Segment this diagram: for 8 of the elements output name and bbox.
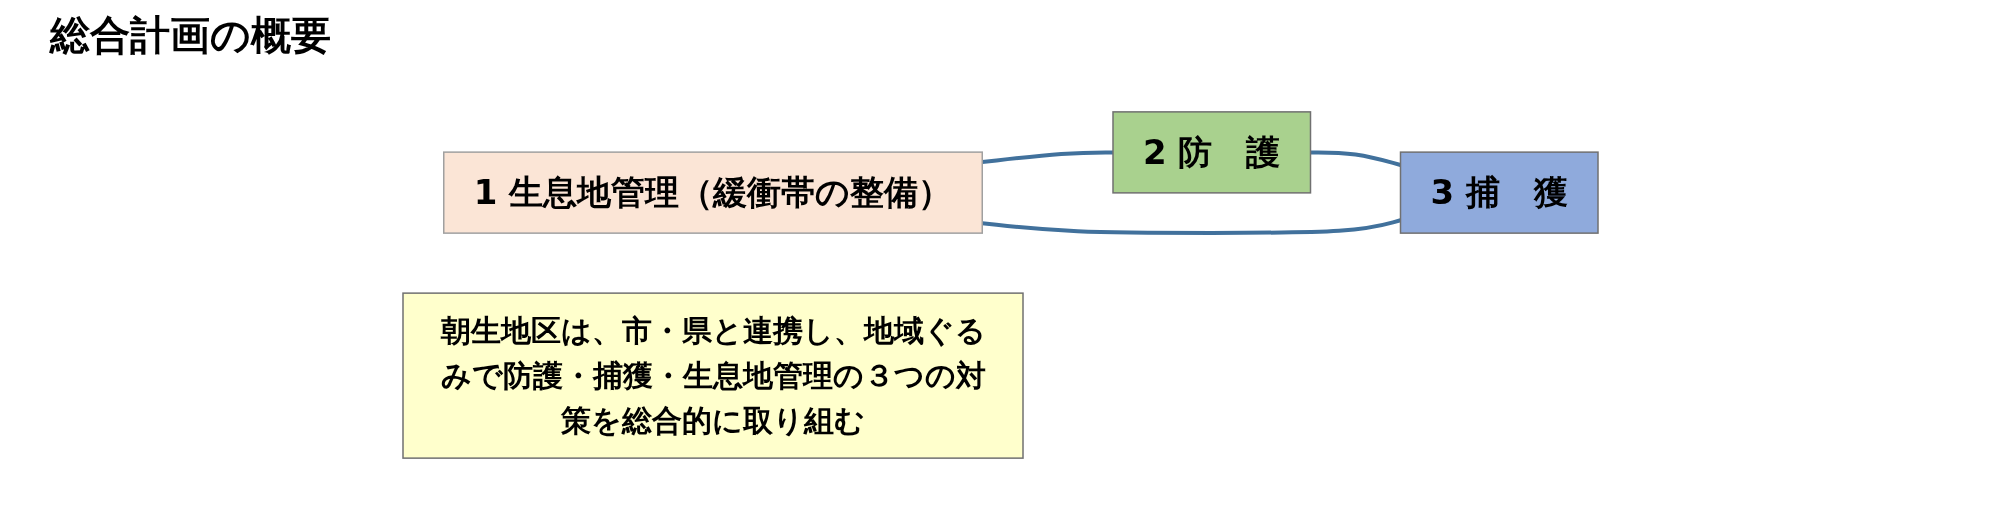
node-box: 2 防 護 xyxy=(1111,111,1311,194)
node-box: 1 生息地管理（緩衝帯の整備） xyxy=(442,151,983,234)
node-box: 朝生地区は、市・県と連携し、地域ぐるみで防護・捕獲・生息地管理の３つの対策を総合的に取り組む xyxy=(401,292,1024,459)
connector xyxy=(981,218,1401,235)
node-box: 3 捕 獲 xyxy=(1399,151,1599,234)
title: 総合計画の概要 xyxy=(50,11,331,60)
connector xyxy=(1310,150,1401,167)
connector xyxy=(981,150,1113,165)
